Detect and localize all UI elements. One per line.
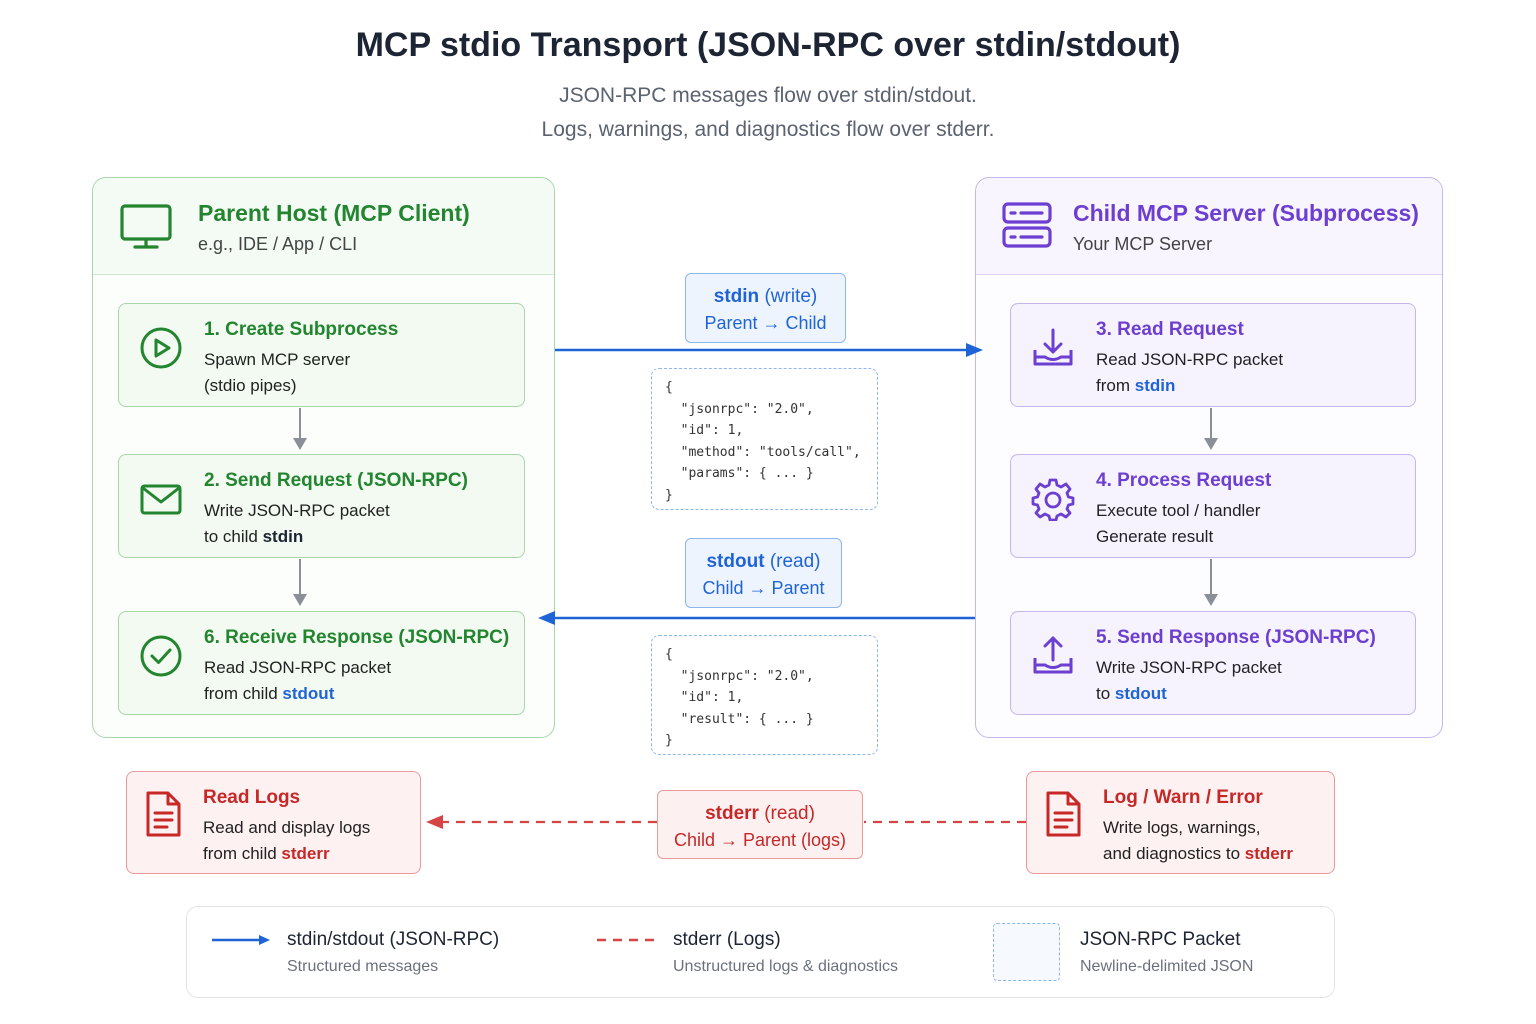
step-title: 2. Send Request (JSON-RPC): [204, 470, 468, 491]
legend-sub: Unstructured logs & diagnostics: [673, 958, 898, 975]
download-tray-icon: [1033, 328, 1073, 366]
step-receive-response: 6. Receive Response (JSON-RPC) Read JSON…: [118, 611, 525, 715]
legend-label: stdin/stdout (JSON-RPC): [287, 929, 500, 950]
step-title: 4. Process Request: [1096, 470, 1272, 491]
legend: stdin/stdout (JSON-RPC) Structured messa…: [186, 906, 1335, 998]
legend-label: JSON-RPC Packet: [1080, 929, 1241, 950]
channel-mode: (read): [769, 551, 821, 572]
stdout-arrow: [538, 611, 975, 625]
step-line: to child stdin: [204, 527, 304, 546]
stdin-arrow: [555, 343, 983, 357]
document-icon: [146, 791, 181, 837]
step-line: from child stdout: [204, 684, 335, 703]
step-read-request: 3. Read Request Read JSON-RPC packet fro…: [1010, 303, 1416, 407]
stderr-highlight: stderr: [281, 844, 330, 863]
solid-arrow-swatch: [212, 935, 270, 945]
channel-direction: Parent → Child: [704, 313, 827, 333]
packet-line: "params": { ... }: [665, 466, 814, 481]
channel-mode: (write): [764, 286, 818, 307]
packet-line: {: [665, 380, 673, 395]
page-title: MCP stdio Transport (JSON-RPC over stdin…: [355, 26, 1181, 64]
step-line: Read JSON-RPC packet: [204, 658, 392, 677]
step-line: (stdio pipes): [204, 376, 297, 395]
server-subtitle: Your MCP Server: [1073, 234, 1213, 254]
response-packet: { "jsonrpc": "2.0", "id": 1, "result": {…: [651, 635, 878, 755]
stdin-highlight: stdin: [1134, 376, 1176, 395]
packet-line: "result": { ... }: [665, 711, 814, 727]
step-send-response: 5. Send Response (JSON-RPC) Write JSON-R…: [1010, 611, 1416, 715]
packet-line: "id": 1,: [665, 423, 744, 438]
subtitle-line-1: JSON-RPC messages flow over stdin/stdout…: [559, 84, 977, 107]
host-subtitle: e.g., IDE / App / CLI: [198, 234, 358, 254]
step-line: Write JSON-RPC packet: [1096, 658, 1282, 677]
stderr-channel-label: stderr (read) Child → Parent (logs): [657, 790, 863, 859]
log-line: and diagnostics to stderr: [1103, 844, 1293, 863]
channel-name: stdin: [713, 286, 760, 307]
envelope-icon: [140, 484, 182, 515]
gear-icon: [1031, 478, 1075, 521]
step-title: 6. Receive Response (JSON-RPC): [204, 627, 510, 648]
channel-direction: Child → Parent: [702, 578, 825, 598]
play-circle-icon: [140, 327, 182, 369]
step-line: to stdout: [1096, 684, 1167, 703]
packet-line: {: [665, 647, 673, 662]
packet-line: }: [665, 733, 673, 748]
log-line: Write logs, warnings,: [1103, 818, 1261, 837]
step-process-request: 4. Process Request Execute tool / handle…: [1010, 454, 1416, 558]
legend-item-packet: JSON-RPC Packet Newline-delimited JSON: [987, 907, 1327, 999]
step-line: Read JSON-RPC packet: [1096, 350, 1284, 369]
log-title: Read Logs: [203, 787, 301, 808]
step-line: Execute tool / handler: [1096, 501, 1261, 520]
read-logs-box: Read Logs Read and display logs from chi…: [126, 771, 421, 874]
step-line: from stdin: [1096, 376, 1176, 395]
log-line: Read and display logs: [203, 818, 371, 837]
server-rack-icon: [1002, 202, 1052, 248]
channel-name: stdout: [706, 551, 765, 572]
step-title: 3. Read Request: [1096, 319, 1244, 340]
log-line: from child stderr: [203, 844, 330, 863]
step-title: 1. Create Subprocess: [204, 319, 399, 340]
step-line: Generate result: [1096, 527, 1214, 546]
channel-name: stderr: [705, 803, 759, 824]
stderr-highlight: stderr: [1244, 844, 1293, 863]
stdin-highlight: stdin: [262, 527, 304, 546]
step-line: Spawn MCP server: [204, 350, 351, 369]
packet-line: }: [665, 487, 673, 503]
request-packet: { "jsonrpc": "2.0", "id": 1, "method": "…: [651, 368, 878, 510]
host-title: Parent Host (MCP Client): [198, 200, 470, 226]
step-create-subprocess: 1. Create Subprocess Spawn MCP server (s…: [118, 303, 525, 407]
packet-swatch: [993, 923, 1060, 981]
document-icon: [1046, 791, 1081, 837]
packet-line: "id": 1,: [665, 690, 744, 705]
packet-line: "method": "tools/call",: [665, 444, 861, 460]
packet-line: "jsonrpc": "2.0",: [665, 401, 814, 417]
channel-mode: (read): [764, 803, 815, 824]
stdout-highlight: stdout: [282, 684, 335, 703]
upload-tray-icon: [1033, 636, 1073, 674]
server-panel-header: Child MCP Server (Subprocess) Your MCP S…: [976, 178, 1442, 275]
log-title: Log / Warn / Error: [1103, 787, 1263, 808]
channel-direction: Child → Parent (logs): [673, 830, 847, 850]
write-logs-box: Log / Warn / Error Write logs, warnings,…: [1026, 771, 1335, 874]
stdin-channel-label: stdin (write) Parent → Child: [685, 273, 846, 343]
legend-item-stdin-stdout: stdin/stdout (JSON-RPC) Structured messa…: [187, 907, 567, 999]
check-circle-icon: [140, 635, 182, 677]
dashed-line-swatch: [597, 938, 657, 942]
monitor-icon: [120, 204, 172, 249]
subtitle-line-2: Logs, warnings, and diagnostics flow ove…: [541, 118, 995, 141]
host-panel-header: Parent Host (MCP Client) e.g., IDE / App…: [93, 178, 554, 275]
server-title: Child MCP Server (Subprocess): [1073, 200, 1419, 226]
stdout-channel-label: stdout (read) Child → Parent: [685, 538, 842, 608]
packet-line: "jsonrpc": "2.0",: [665, 668, 814, 684]
stdout-highlight: stdout: [1114, 684, 1167, 703]
step-title: 5. Send Response (JSON-RPC): [1096, 627, 1376, 648]
legend-label: stderr (Logs): [673, 929, 781, 950]
legend-item-stderr: stderr (Logs) Unstructured logs & diagno…: [587, 907, 967, 999]
legend-sub: Newline-delimited JSON: [1080, 958, 1254, 975]
step-line: Write JSON-RPC packet: [204, 501, 390, 520]
legend-sub: Structured messages: [287, 958, 439, 975]
step-send-request: 2. Send Request (JSON-RPC) Write JSON-RP…: [118, 454, 525, 558]
